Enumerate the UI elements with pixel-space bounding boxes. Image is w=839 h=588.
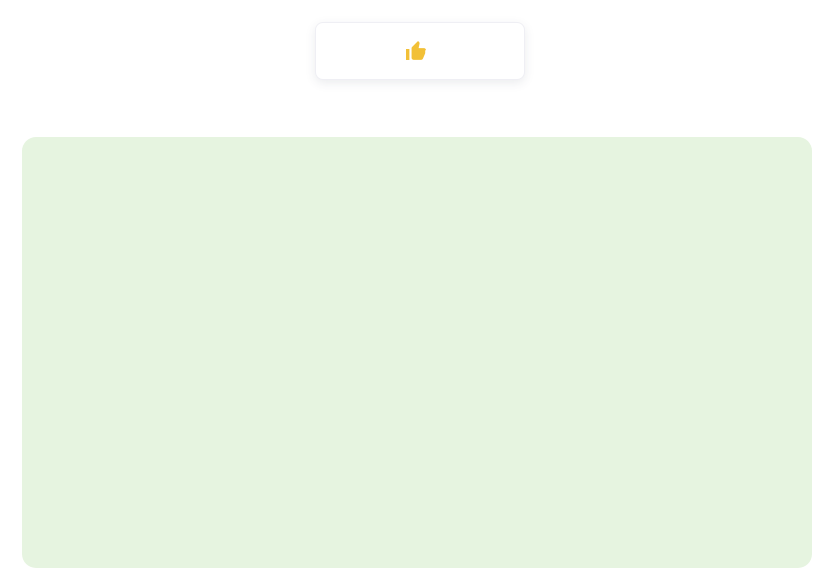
root-connector-stem <box>418 77 421 115</box>
root-node[interactable] <box>315 22 525 80</box>
thumbs-up-icon <box>405 41 426 60</box>
branches-panel <box>22 137 812 568</box>
